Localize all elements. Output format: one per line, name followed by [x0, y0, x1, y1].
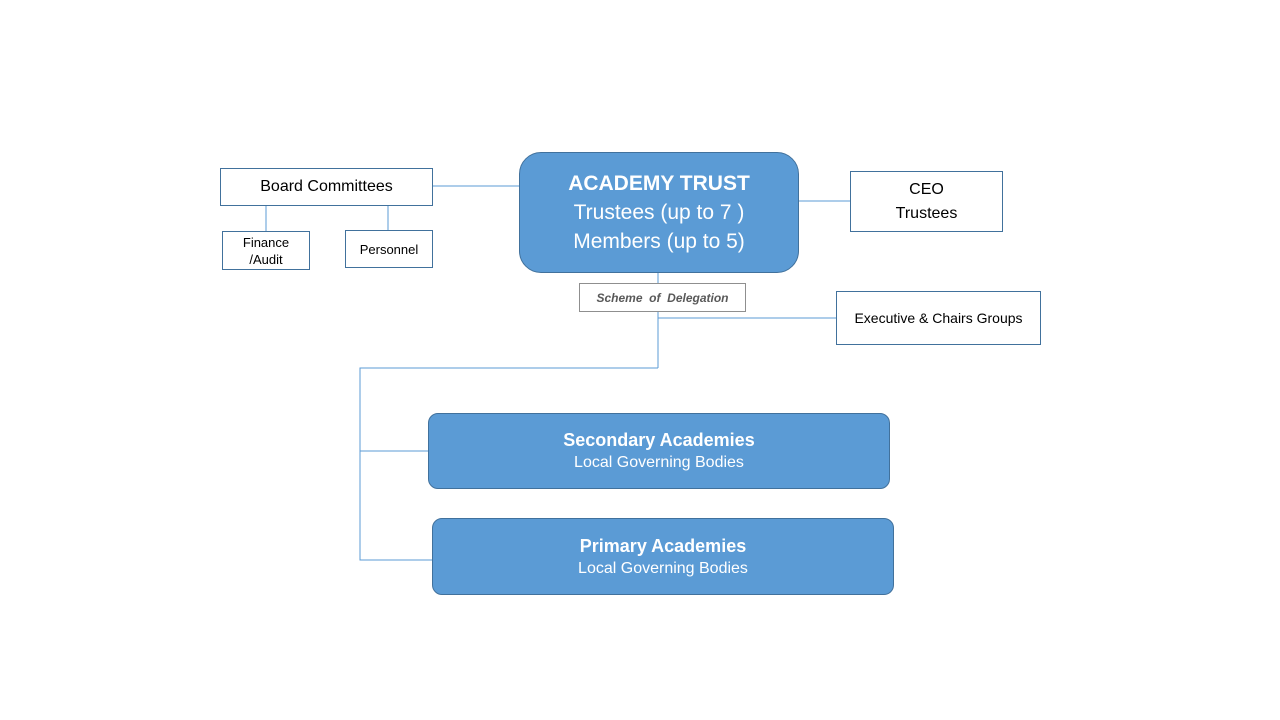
finance-audit-box[interactable]: Finance /Audit — [222, 231, 310, 270]
board-committees-box[interactable]: Board Committees — [220, 168, 433, 206]
secondary-academies-subtitle: Local Governing Bodies — [574, 454, 744, 471]
executive-chairs-groups-box[interactable]: Executive & Chairs Groups — [836, 291, 1041, 345]
ceo-trustees-label: Trustees — [895, 204, 958, 222]
board-committees-label: Board Committees — [260, 178, 393, 195]
primary-academies-box[interactable]: Primary Academies Local Governing Bodies — [432, 518, 894, 595]
ceo-label: CEO — [909, 180, 944, 198]
personnel-box[interactable]: Personnel — [345, 230, 433, 268]
academy-trust-trustees: Trustees (up to 7 ) — [573, 200, 745, 224]
secondary-academies-box[interactable]: Secondary Academies Local Governing Bodi… — [428, 413, 890, 489]
scheme-of-delegation-label: Scheme of Delegation — [596, 290, 729, 305]
scheme-of-delegation-box[interactable]: Scheme of Delegation — [579, 283, 746, 312]
finance-line2: /Audit — [249, 251, 283, 267]
primary-academies-subtitle: Local Governing Bodies — [578, 559, 748, 577]
primary-academies-title: Primary Academies — [579, 535, 747, 556]
academy-trust-box[interactable]: ACADEMY TRUST Trustees (up to 7 ) Member… — [519, 152, 799, 273]
secondary-academies-title: Secondary Academies — [563, 430, 755, 450]
personnel-label: Personnel — [359, 241, 419, 257]
finance-line1: Finance — [242, 234, 290, 250]
academy-trust-title: ACADEMY TRUST — [568, 171, 750, 195]
ceo-trustees-box[interactable]: CEO Trustees — [850, 171, 1003, 232]
academy-trust-members: Members (up to 5) — [573, 229, 745, 253]
executive-chairs-groups-label: Executive & Chairs Groups — [854, 310, 1023, 326]
